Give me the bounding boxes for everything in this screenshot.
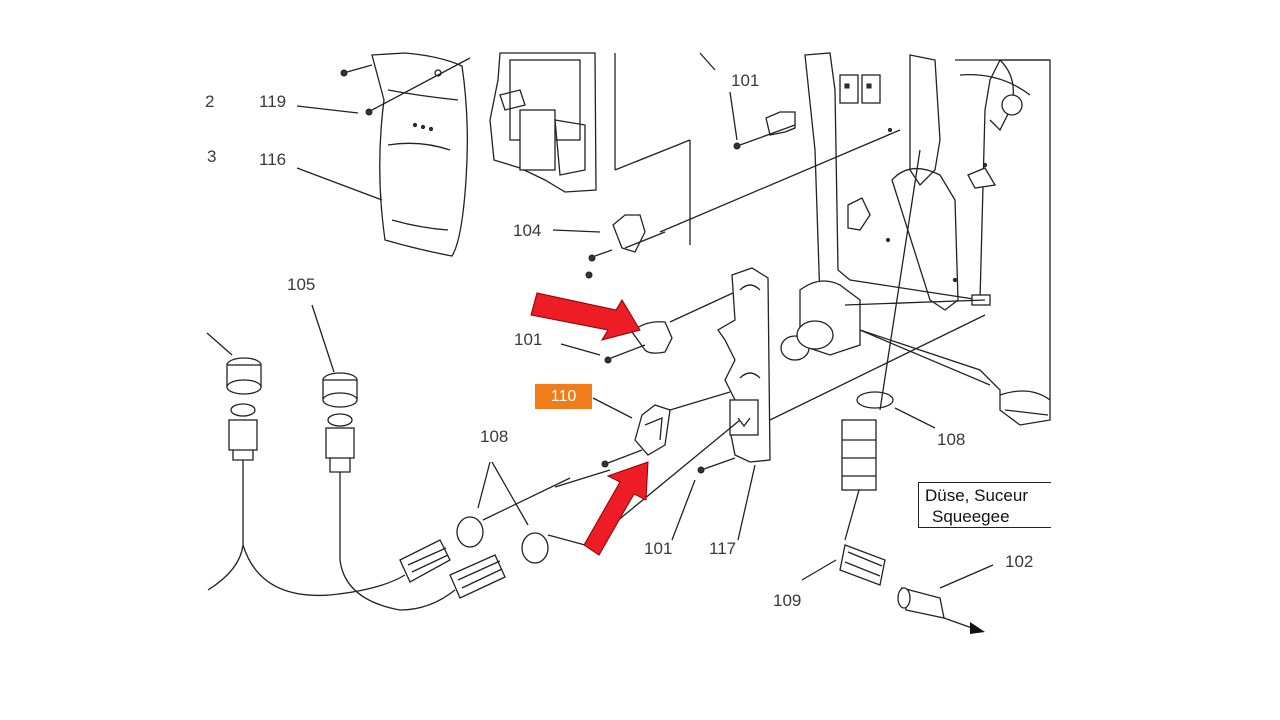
red-arrow-lower [583, 461, 649, 556]
callout-2: 2 [205, 92, 215, 111]
callout-108-left: 108 [480, 427, 509, 446]
clip-bracket-101-mid [604, 291, 736, 364]
highlighted-callout-110: 110 [535, 384, 592, 409]
callout-117: 117 [709, 539, 737, 558]
legend-line-2: Squeegee [932, 507, 1010, 526]
squeegee-hose-109 [801, 149, 994, 634]
hose-fitting-right [311, 304, 456, 611]
callout-101-bottom: 101 [644, 539, 673, 558]
red-arrow-upper [530, 292, 641, 341]
callout-108-right: 108 [937, 430, 966, 449]
clip-bracket-110 [601, 391, 731, 468]
hose-pair-with-rings [242, 461, 586, 599]
machine-chassis [780, 52, 1051, 426]
hose-holder-117 [697, 267, 986, 474]
leader-lines [296, 91, 756, 541]
callout-116: 116 [259, 150, 287, 169]
legend-line-1: Düse, Suceur [925, 486, 1028, 505]
screw-119 [340, 57, 471, 116]
clip-bracket-101-top [699, 52, 796, 150]
callout-109: 109 [773, 591, 802, 610]
callout-102: 102 [1005, 552, 1034, 571]
hose-fitting-left [206, 332, 262, 591]
clip-bracket-104 [585, 129, 901, 279]
squeegee-legend-box: Düse, Suceur Squeegee [918, 482, 1051, 528]
callout-101-top: 101 [731, 71, 760, 90]
control-housing-part [489, 52, 691, 245]
callout-105: 105 [287, 275, 316, 294]
callout-119: 119 [259, 92, 287, 111]
callout-101-mid: 101 [514, 330, 543, 349]
callout-3: 3 [207, 147, 217, 166]
handle-cover-part [371, 52, 468, 257]
callout-104: 104 [513, 221, 542, 240]
